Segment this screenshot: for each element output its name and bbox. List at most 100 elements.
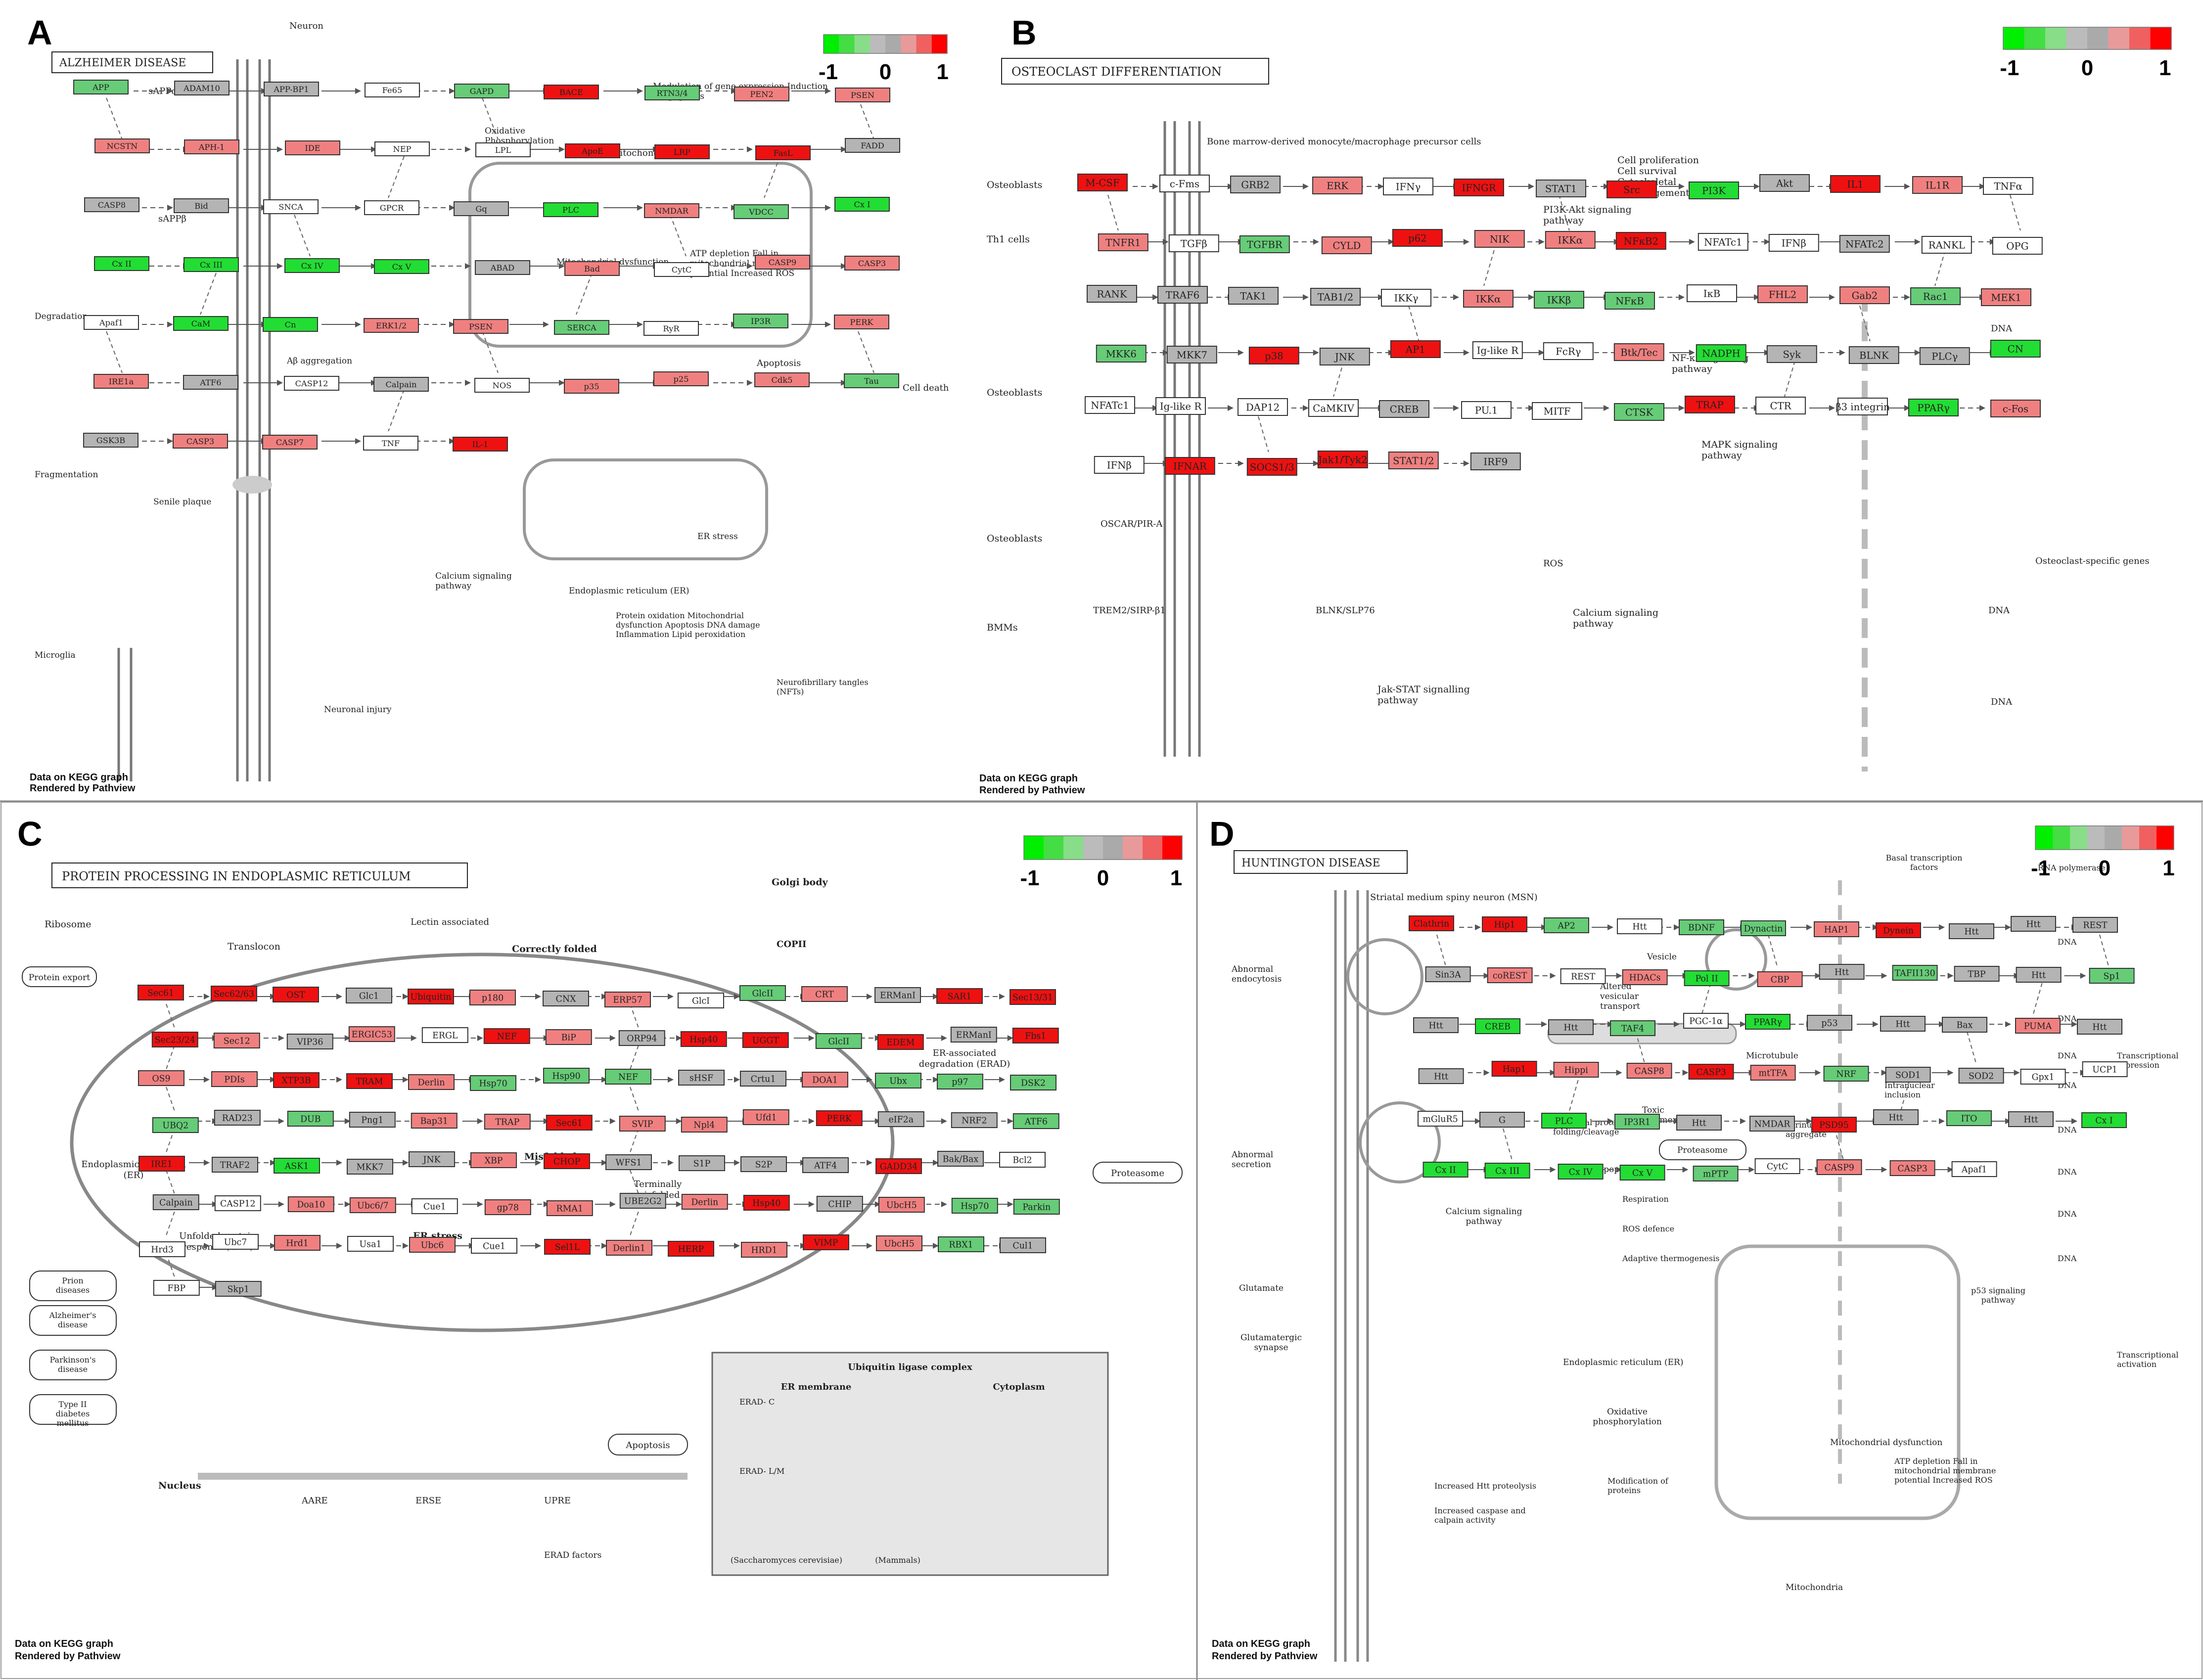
gene-node[interactable]: SOD1 [1885,1067,1931,1083]
gene-node[interactable]: Htt [1873,1109,1919,1125]
gene-node[interactable]: UGGT [742,1032,789,1048]
gene-node[interactable]: NADPH [1696,344,1746,362]
gene-node[interactable]: IP3R1 [1614,1114,1660,1130]
gene-node[interactable]: RyR [643,321,699,336]
gene-node[interactable]: MKK7 [1166,346,1217,363]
gene-node[interactable]: CASP8 [1626,1063,1672,1079]
gene-node[interactable]: XBP [470,1152,517,1168]
gene-node[interactable]: Sin3A [1425,966,1471,982]
gene-node[interactable]: FasL [755,145,811,160]
gene-node[interactable]: ABAD [475,260,530,275]
gene-node[interactable]: CASP3 [173,434,228,449]
gene-node[interactable]: TRAM [346,1073,393,1089]
gene-node[interactable]: BiP [545,1029,592,1045]
gene-node[interactable]: TGFBR [1239,235,1290,253]
gene-node[interactable]: TAF4 [1610,1020,1655,1036]
gene-node[interactable]: NEF [483,1028,530,1044]
gene-node[interactable]: Cx II [94,256,149,271]
gene-node[interactable]: Akt [1759,174,1810,192]
gene-node[interactable]: HERP [668,1241,714,1257]
gene-node[interactable]: APP [73,80,129,94]
gene-node[interactable]: HDACs [1622,969,1668,985]
gene-node[interactable]: p38 [1248,347,1299,364]
link-box[interactable] [608,1434,688,1455]
disease-link[interactable] [29,1350,117,1380]
gene-node[interactable]: Usa1 [347,1236,394,1252]
gene-node[interactable]: CaMKIV [1308,399,1359,417]
gene-node[interactable]: PEN2 [734,87,789,101]
gene-node[interactable]: PSEN [453,319,508,334]
gene-node[interactable]: ATF4 [802,1157,849,1173]
gene-node[interactable]: IP3R [733,314,788,328]
gene-node[interactable]: NCSTN [94,138,150,153]
gene-node[interactable]: Cx II [1423,1162,1469,1178]
gene-node[interactable]: Npl4 [681,1117,728,1133]
gene-node[interactable]: FHL2 [1757,285,1808,303]
gene-node[interactable]: Gpx1 [2020,1069,2066,1085]
gene-node[interactable]: IL-1 [453,437,508,452]
gene-node[interactable]: c-Fos [1990,400,2041,417]
gene-node[interactable]: CRT [801,986,848,1002]
gene-node[interactable]: p62 [1392,229,1443,247]
gene-node[interactable]: CREB [1379,400,1429,418]
gene-node[interactable]: Apaf1 [84,315,139,330]
gene-node[interactable]: Sec12 [213,1033,260,1048]
gene-node[interactable]: Bad [564,261,620,276]
gene-node[interactable]: NEP [374,141,430,156]
gene-node[interactable]: Htt [1949,923,1994,939]
gene-node[interactable]: CASP3 [1688,1064,1734,1080]
gene-node[interactable]: PPARγ [1745,1014,1790,1030]
disease-link[interactable] [29,1271,117,1301]
gene-node[interactable]: OS9 [138,1070,184,1086]
gene-node[interactable]: NMDAR [644,203,699,218]
gene-node[interactable]: Jak1/Tyk2 [1317,451,1368,468]
gene-node[interactable]: IKKα [1463,290,1514,308]
gene-node[interactable]: Hippi [1553,1062,1599,1078]
gene-node[interactable]: TGFβ [1168,234,1219,252]
gene-node[interactable]: Crtu1 [740,1071,786,1087]
gene-node[interactable]: Ubc6/7 [349,1197,396,1213]
gene-node[interactable]: GRB2 [1230,176,1281,193]
gene-node[interactable]: CASP7 [262,435,318,450]
gene-node[interactable]: Htt [1413,1017,1459,1033]
gene-node[interactable]: BLNK [1848,346,1899,364]
gene-node[interactable]: IRE1 [138,1156,185,1172]
gene-node[interactable]: Cx III [1484,1163,1530,1179]
gene-node[interactable]: REST [2072,917,2118,933]
gene-node[interactable]: SNCA [263,199,319,214]
gene-node[interactable]: Parkin [1013,1199,1060,1215]
gene-node[interactable]: Src [1606,181,1657,198]
gene-node[interactable]: Cx I [834,197,890,212]
gene-node[interactable]: IL1 [1830,175,1881,193]
gene-node[interactable]: Ubc7 [212,1234,259,1250]
gene-node[interactable]: IKKβ [1534,291,1584,309]
gene-node[interactable]: PLC [1541,1113,1587,1129]
gene-node[interactable]: PUMA [2015,1018,2061,1034]
gene-node[interactable]: IKKγ [1381,289,1431,307]
gene-node[interactable]: APP-BP1 [264,82,319,96]
gene-node[interactable]: PI3K [1689,182,1739,199]
gene-node[interactable]: UbcH5 [878,1197,925,1213]
disease-link[interactable] [29,1305,117,1336]
gene-node[interactable]: IFNAR [1164,457,1215,475]
gene-node[interactable]: Ubc6 [409,1237,456,1253]
gene-node[interactable]: Apaf1 [1951,1161,1997,1177]
gene-node[interactable]: TAFII130 [1892,965,1938,981]
gene-node[interactable]: coREST [1487,967,1533,983]
gene-node[interactable]: RANKL [1921,236,1972,254]
gene-node[interactable]: Cx IV [284,258,340,273]
gene-node[interactable]: p25 [653,371,709,386]
gene-node[interactable]: PSEN [835,88,890,102]
gene-node[interactable]: IFNβ [1094,456,1145,474]
gene-node[interactable]: RTN3/4 [644,86,700,100]
gene-node[interactable]: FADD [845,138,900,153]
gene-node[interactable]: MEK1 [1981,288,2031,306]
gene-node[interactable]: Hrd1 [274,1235,321,1251]
gene-node[interactable]: TRAP [1685,396,1735,413]
link-box[interactable] [1659,1139,1746,1160]
gene-node[interactable]: CASP9 [755,255,810,270]
gene-node[interactable]: Htt [2008,1111,2054,1127]
gene-node[interactable]: M-CSF [1077,174,1128,191]
gene-node[interactable]: Cue1 [411,1198,458,1214]
gene-node[interactable]: GlcI [678,993,724,1008]
